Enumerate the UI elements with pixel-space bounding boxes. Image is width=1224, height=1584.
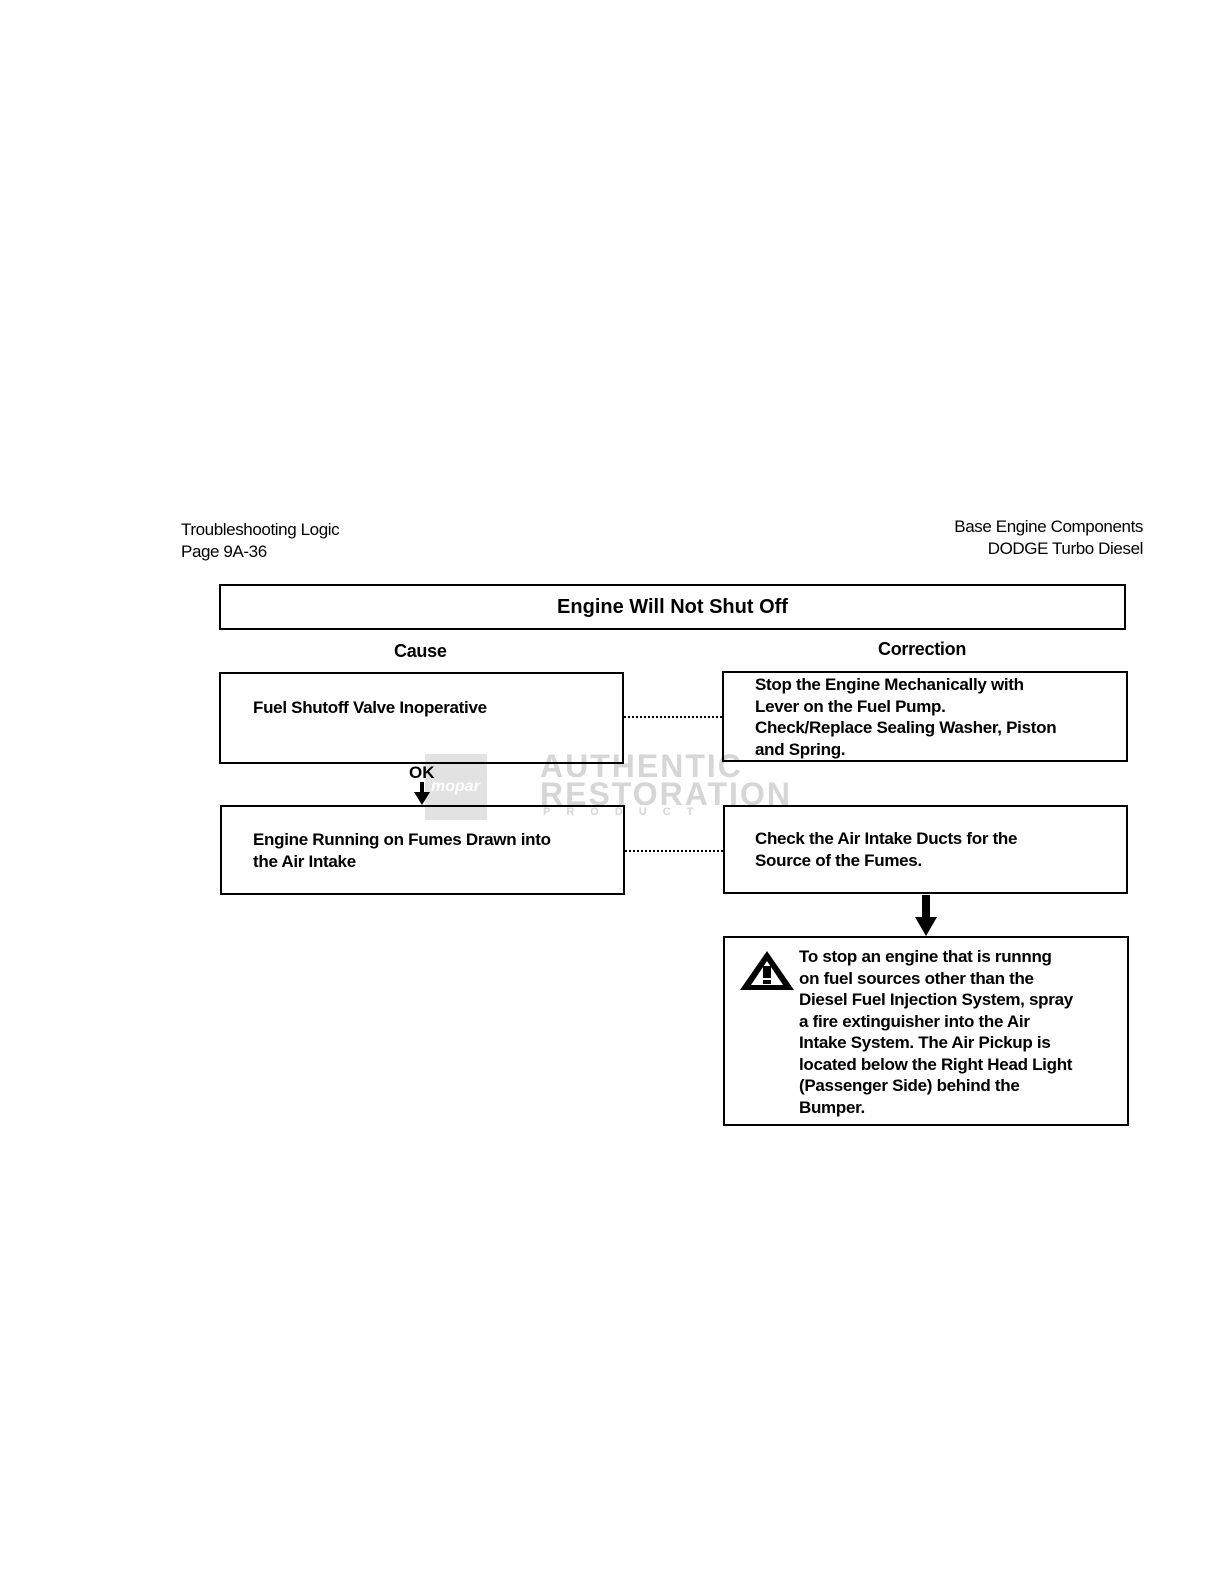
warning-line-4: a fire extinguisher into the Air [799,1011,1030,1031]
warning-line-5: Intake System. The Air Pickup is [799,1033,1051,1052]
warning-text: To stop an engine that is runnng on fuel… [799,946,1119,1118]
flowchart-title: Engine Will Not Shut Off [219,584,1126,630]
correction-1-line-4: and Spring. [755,739,846,759]
cause-box-1: Fuel Shutoff Valve Inoperative [219,672,624,764]
correction-1-text: Stop the Engine Mechanically with Lever … [755,674,1057,760]
warning-box: To stop an engine that is runnng on fuel… [723,936,1129,1126]
document-header-right: Base Engine Components DODGE Turbo Diese… [954,516,1143,560]
correction-1-line-2: Lever on the Fuel Pump. [755,696,946,716]
dotted-connector-1 [624,716,722,718]
flowchart-title-text: Engine Will Not Shut Off [557,595,788,618]
correction-2-text: Check the Air Intake Ducts for the Sourc… [755,828,1017,871]
correction-2-line-2: Source of the Fumes. [755,850,922,870]
ok-label: OK [409,763,435,782]
correction-box-2: Check the Air Intake Ducts for the Sourc… [723,805,1128,894]
dotted-connector-2 [625,850,723,852]
warning-line-3: Diesel Fuel Injection System, spray [799,990,1073,1009]
correction-heading: Correction [878,639,967,659]
cause-heading: Cause [394,641,447,661]
cause-2-text: Engine Running on Fumes Drawn into the A… [253,829,551,872]
warning-line-2: on fuel sources other than the [799,968,1034,988]
cause-2-line-2: the Air Intake [253,851,356,871]
warning-triangle-icon [740,951,794,990]
watermark-logo-text: mopar [431,778,480,795]
warning-line-7: (Passenger Side) behind the [799,1076,1020,1095]
correction-box-1: Stop the Engine Mechanically with Lever … [722,671,1128,762]
cause-box-2: Engine Running on Fumes Drawn into the A… [220,805,625,895]
document-header-left: Troubleshooting Logic Page 9A-36 [181,519,340,563]
warning-line-6: located below the Right Head Light [799,1054,1073,1074]
chapter-name: Base Engine Components [954,517,1143,536]
cause-2-line-1: Engine Running on Fumes Drawn into [253,830,551,849]
page-number: Page 9A-36 [181,542,267,561]
correction-1-line-3: Check/Replace Sealing Washer, Piston [755,718,1057,737]
cause-1-text: Fuel Shutoff Valve Inoperative [253,698,487,717]
warning-line-1: To stop an engine that is runnng [799,947,1052,966]
vehicle-name: DODGE Turbo Diesel [987,539,1144,558]
down-arrow-icon [915,895,937,936]
down-arrow-icon [414,782,430,805]
warning-line-8: Bumper. [799,1097,865,1117]
correction-2-line-1: Check the Air Intake Ducts for the [755,829,1018,848]
correction-1-line-1: Stop the Engine Mechanically with [755,675,1024,694]
section-name: Troubleshooting Logic [181,520,340,539]
